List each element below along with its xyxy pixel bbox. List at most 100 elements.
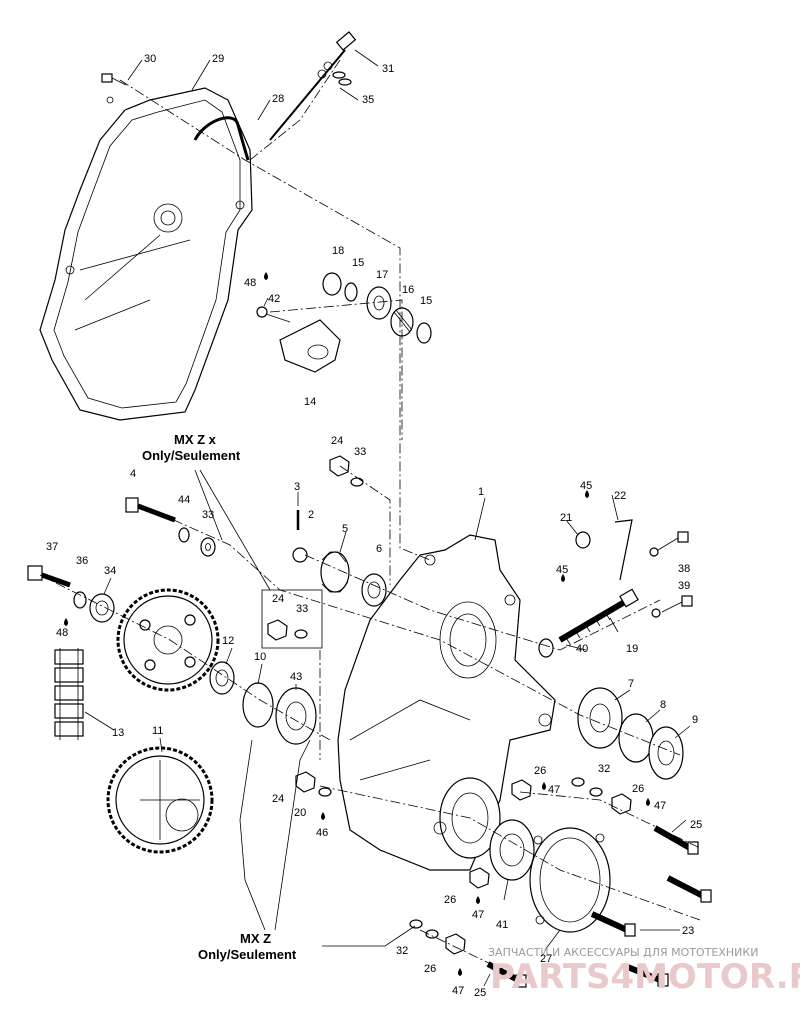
- bolt-38: [649, 531, 689, 557]
- callout-39: 39: [678, 580, 690, 592]
- o-ring-21: [575, 531, 591, 549]
- bolt-25b: [486, 961, 527, 988]
- callout-46: 46: [316, 827, 328, 839]
- callout-18: 18: [332, 245, 344, 257]
- part-callouts: 30 29 31 35 28 18 15 17 16 15 48 42 14 2…: [46, 53, 702, 999]
- seal-9: [648, 726, 684, 780]
- callout-5: 5: [342, 523, 348, 535]
- nut-5: [292, 547, 308, 563]
- callout-12: 12: [222, 635, 234, 647]
- bolt-42: [256, 306, 291, 323]
- washer-15a: [344, 282, 358, 302]
- callout-29: 29: [212, 53, 224, 65]
- callout-24-lower: 24: [272, 793, 284, 805]
- callout-27: 27: [540, 953, 552, 965]
- callout-47-right: 47: [654, 800, 666, 812]
- note-leader-lines: [194, 469, 416, 947]
- spacer-12: [209, 661, 235, 695]
- callout-44: 44: [178, 494, 190, 506]
- washer-33c: [294, 629, 308, 639]
- bolt-23c: [623, 963, 669, 987]
- note-mxzx-model: MX Z x: [174, 432, 217, 447]
- nut-26b: [611, 793, 632, 815]
- circlip-8: [618, 713, 654, 763]
- callout-32-bottom: 32: [396, 945, 408, 957]
- callout-26-mid: 26: [534, 765, 546, 777]
- callout-24-top: 24: [331, 435, 343, 447]
- washer-33a: [350, 477, 364, 487]
- o-rings-35: [332, 71, 352, 86]
- callout-16: 16: [402, 284, 414, 296]
- callout-35: 35: [362, 94, 374, 106]
- roller-17: [366, 286, 392, 320]
- callout-14: 14: [304, 396, 316, 408]
- circlip-10: [242, 682, 274, 728]
- callout-33-top: 33: [354, 446, 366, 458]
- callout-31: 31: [382, 63, 394, 75]
- callout-8: 8: [660, 699, 666, 711]
- callout-6: 6: [376, 543, 382, 555]
- nut-26a: [511, 779, 532, 801]
- callout-4: 4: [130, 468, 136, 480]
- nut-24c: [295, 771, 316, 793]
- callout-13: 13: [112, 727, 124, 739]
- washer-40: [538, 638, 554, 658]
- tensioner-bracket-14: [279, 319, 341, 373]
- shaft-18: [322, 272, 342, 296]
- nut-24a: [329, 455, 350, 477]
- callout-15-upper: 15: [352, 257, 364, 269]
- callout-42: 42: [268, 293, 280, 305]
- note-mxzx-only: Only/Seulement: [142, 448, 241, 463]
- callout-32-right: 32: [598, 763, 610, 775]
- callout-48-upper: 48: [244, 277, 256, 289]
- callout-38: 38: [678, 563, 690, 575]
- lower-sprocket-11: [106, 746, 214, 854]
- bolt-37: [27, 565, 71, 588]
- adjuster-bolt-19: [558, 588, 639, 645]
- watermark-brand: PARTS4MOTOR.RU: [490, 957, 800, 997]
- callout-40: 40: [576, 643, 588, 655]
- seal-41: [489, 819, 535, 881]
- bolt-25a: [653, 825, 699, 855]
- callout-21: 21: [560, 512, 572, 524]
- callout-3: 3: [294, 481, 300, 493]
- callout-15-lower: 15: [420, 295, 432, 307]
- bolt-23a: [666, 875, 712, 903]
- callout-20: 20: [294, 807, 306, 819]
- callout-41: 41: [496, 919, 508, 931]
- cover-gasket-27: [529, 827, 611, 933]
- spacer-34: [89, 593, 115, 623]
- watermark-caption: ЗАПЧАСТИ И АКСЕССУАРЫ ДЛЯ МОТОТЕХНИКИ: [488, 946, 758, 959]
- callout-45-lower: 45: [556, 564, 568, 576]
- callout-34: 34: [104, 565, 116, 577]
- callout-1: 1: [478, 486, 484, 498]
- callout-11: 11: [152, 725, 163, 737]
- callout-25-bottom: 25: [474, 987, 486, 999]
- washer-15b: [416, 322, 432, 344]
- callout-33-box: 33: [296, 603, 308, 615]
- bearing-6: [361, 573, 387, 607]
- chain-13: [54, 648, 84, 740]
- lubricant-drop-icons: [64, 272, 650, 976]
- callout-47-low: 47: [472, 909, 484, 921]
- callout-25-right: 25: [690, 819, 702, 831]
- callout-9: 9: [692, 714, 698, 726]
- callout-7: 7: [628, 678, 634, 690]
- cotter-pin-22: [614, 519, 633, 581]
- upper-sprocket: [116, 588, 220, 692]
- nut-26c: [469, 867, 490, 889]
- callout-45-upper: 45: [580, 480, 592, 492]
- callout-24-box: 24: [272, 593, 284, 605]
- note-mxz-model: MX Z: [240, 931, 271, 946]
- callout-43: 43: [290, 671, 302, 683]
- callout-22: 22: [614, 490, 626, 502]
- callout-leaders: [84, 49, 691, 987]
- bolt-23b: [590, 911, 636, 937]
- mxzx-bracket-box: [261, 589, 323, 649]
- callout-48-lower: 48: [56, 627, 68, 639]
- cable-28: [193, 116, 250, 161]
- assembly-center-lines: [39, 59, 701, 979]
- sprocket-5: [320, 551, 350, 593]
